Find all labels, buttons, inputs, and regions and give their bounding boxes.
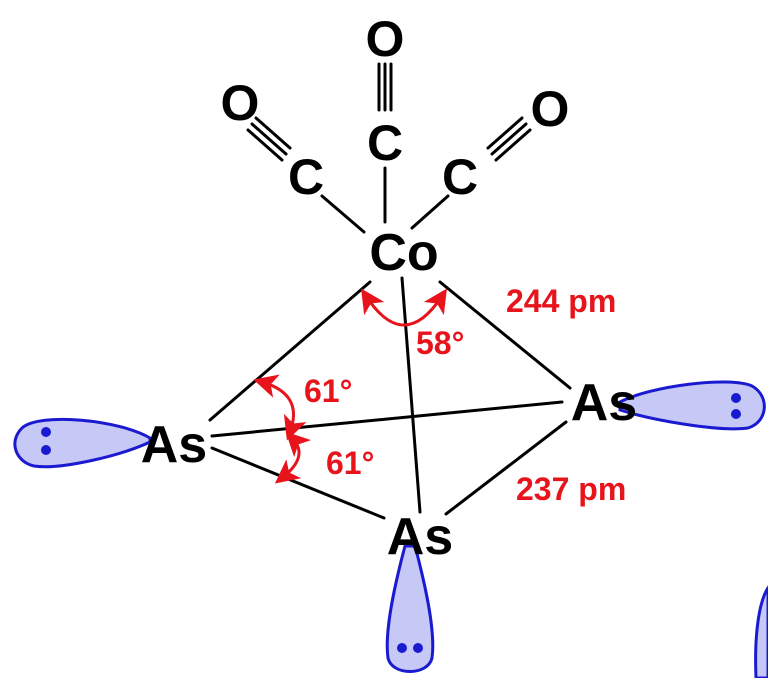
atom-oxygen-center: O (366, 11, 405, 67)
lone-pair-lobe (13, 417, 152, 469)
lone-pair-dot (41, 427, 51, 437)
angle-arcs (253, 288, 447, 484)
bonds (208, 62, 572, 520)
atom-carbon-left: C (288, 149, 324, 205)
lone-pair-dot (397, 643, 407, 653)
angle-arc-58 (361, 288, 447, 327)
angle-arc-61-upper (253, 374, 307, 441)
triple-bond-right (486, 116, 532, 162)
triple-bond-center (377, 62, 393, 112)
lone-pair-lobe (385, 544, 435, 673)
bond-c-co-right (410, 194, 450, 230)
atom-oxygen-left: O (221, 75, 260, 131)
triple-bond-left (246, 116, 292, 162)
lone-pair-dot (731, 393, 741, 403)
lone-pair-lobe (754, 585, 768, 678)
bond-c-co-left (320, 194, 366, 234)
measurement-labels: 244 pm 237 pm 58° 61° 61° (304, 283, 626, 507)
lone-pair-right (618, 380, 766, 431)
lone-pair-lobe (618, 380, 766, 431)
atom-cobalt: Co (369, 224, 438, 282)
bond-co-as-left (208, 280, 372, 422)
bond-as-as-left-right (210, 400, 564, 438)
lone-pair-left (13, 417, 152, 469)
angle-label-co-as-as-upper: 61° (304, 373, 352, 409)
atom-arsenic-left: As (141, 416, 207, 474)
angle-arc-61-lower (274, 431, 312, 484)
bond-length-co-as: 244 pm (506, 283, 616, 319)
bond-co-as-bottom (400, 276, 422, 514)
atom-carbon-center: C (367, 115, 403, 171)
lone-pair-dot (41, 445, 51, 455)
lone-pair-dot (731, 409, 741, 419)
atom-oxygen-right: O (531, 81, 570, 137)
angle-label-co-as-as-lower: 61° (326, 445, 374, 481)
atom-carbon-right: C (442, 149, 478, 205)
atom-labels: O O O C C C Co As As As (141, 11, 637, 566)
lone-pair-partial-edge (754, 585, 768, 678)
atom-arsenic-bottom: As (387, 508, 453, 566)
lone-pair-dot (413, 643, 423, 653)
bond-length-as-as: 237 pm (516, 471, 626, 507)
atom-arsenic-right: As (571, 374, 637, 432)
angle-label-as-co-as: 58° (416, 325, 464, 361)
bond-co-as-right (438, 280, 572, 390)
bond-as-as-right-bottom (444, 420, 568, 516)
lone-pair-bottom (385, 544, 435, 673)
